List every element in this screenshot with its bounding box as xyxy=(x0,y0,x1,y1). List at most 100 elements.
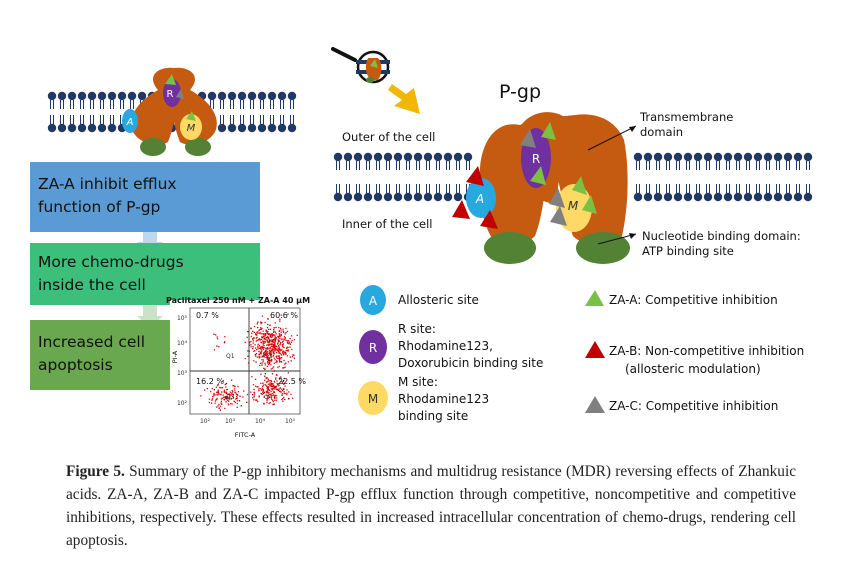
flow-dot xyxy=(213,393,215,395)
flow-dot xyxy=(290,341,292,343)
flow-dot xyxy=(275,378,277,380)
lipid-head xyxy=(793,152,803,171)
flow-dot xyxy=(274,359,276,361)
flow-dot xyxy=(266,401,268,403)
flow-dot xyxy=(232,393,234,396)
flow-dot xyxy=(208,398,211,400)
flow-dot xyxy=(280,342,282,344)
flow-dot xyxy=(261,350,263,352)
flow-dot xyxy=(283,331,285,333)
flow-dot xyxy=(265,381,268,383)
lipid-head xyxy=(403,183,413,202)
lipid-head xyxy=(773,152,783,171)
flow-dot xyxy=(269,396,271,398)
flow-dot xyxy=(275,361,277,363)
flow-dot xyxy=(268,402,270,405)
flow-dot xyxy=(262,349,265,351)
za-c-triangle-icon xyxy=(585,396,605,413)
flow-dot xyxy=(273,331,275,333)
flow-dot xyxy=(288,342,290,344)
flow-dot xyxy=(264,341,266,343)
flow-dot xyxy=(217,384,219,386)
flow-dot xyxy=(242,396,244,398)
flow-dot xyxy=(269,360,271,362)
flow-dot xyxy=(274,334,276,337)
flow-dot xyxy=(217,394,219,396)
flow-dot xyxy=(258,353,260,355)
flow-dot xyxy=(244,341,246,343)
flow-dot xyxy=(270,384,272,386)
flow-dot xyxy=(266,399,268,401)
flow-dot xyxy=(267,392,269,394)
flow-dot xyxy=(283,391,285,393)
flow-dot xyxy=(273,328,275,331)
legend-za-b: ZA-B: Non-competitive inhibition (allost… xyxy=(585,341,804,376)
lipid-head xyxy=(723,152,733,171)
legend-site-r-symbol: R xyxy=(369,341,377,355)
flow-dot xyxy=(269,333,272,336)
flow-dot xyxy=(291,356,293,358)
flow-dot xyxy=(282,343,284,345)
flow-q-bottom-right: 22.5 % xyxy=(278,377,306,386)
flow-dot xyxy=(274,331,277,333)
flow-dot xyxy=(262,342,264,344)
flow-dot xyxy=(261,346,264,348)
flow-dot xyxy=(269,352,271,355)
flow-dot xyxy=(277,339,279,341)
flow-dot xyxy=(272,393,274,395)
flow-dot xyxy=(279,318,281,320)
flow-dot xyxy=(208,401,211,404)
flow-dot xyxy=(270,380,272,382)
large-site-a-label: A xyxy=(475,192,484,206)
flow-dot xyxy=(200,395,202,397)
flow-dot xyxy=(270,353,272,355)
transmembrane-leader xyxy=(587,125,637,151)
lipid-head xyxy=(393,183,403,202)
flow-dot xyxy=(221,387,224,389)
flow-dot xyxy=(284,393,286,395)
flow-dot xyxy=(266,330,268,333)
flow-dot xyxy=(270,345,272,347)
lipid-head xyxy=(97,114,107,133)
flow-dot xyxy=(259,364,261,367)
lipid-head xyxy=(653,152,663,171)
flow-dot xyxy=(255,353,258,355)
lipid-head xyxy=(383,183,393,202)
flow-dot xyxy=(264,373,266,375)
lipid-head xyxy=(117,91,127,110)
flow-dot xyxy=(269,354,272,356)
flow-dot xyxy=(274,342,276,344)
legend-site-r-line-3: Doxorubicin binding site xyxy=(398,356,543,370)
flow-dot xyxy=(276,388,278,390)
flow-dot xyxy=(277,346,279,348)
flow-dot xyxy=(265,334,267,336)
flow-dot xyxy=(279,378,281,380)
flow-dot xyxy=(276,389,278,391)
pgp-title: P-gp xyxy=(499,81,541,103)
flow-dot xyxy=(277,384,279,386)
flow-dot xyxy=(256,399,258,401)
flow-dot xyxy=(224,396,226,398)
flow-dot xyxy=(275,399,278,401)
flow-dot xyxy=(279,320,281,322)
flow-dot xyxy=(267,388,269,390)
flow-dot xyxy=(263,391,266,393)
flow-dot xyxy=(229,394,231,396)
flow-dot xyxy=(235,393,237,395)
flow-dot xyxy=(232,391,234,393)
flow-dot xyxy=(256,339,258,341)
flow-dot xyxy=(228,398,230,400)
flow-dot xyxy=(213,395,215,397)
flow-dot xyxy=(277,344,280,347)
flow-dot xyxy=(286,349,288,352)
flow-dot xyxy=(206,388,208,390)
flow-dot xyxy=(255,361,257,363)
lipid-head xyxy=(443,183,453,202)
flow-dot xyxy=(267,359,270,362)
flow-dot xyxy=(276,397,278,399)
flow-dot xyxy=(282,340,284,342)
flow-dot xyxy=(216,394,218,396)
flow-dot xyxy=(277,389,280,392)
flow-dot xyxy=(267,397,269,399)
flow-dot xyxy=(267,383,270,385)
